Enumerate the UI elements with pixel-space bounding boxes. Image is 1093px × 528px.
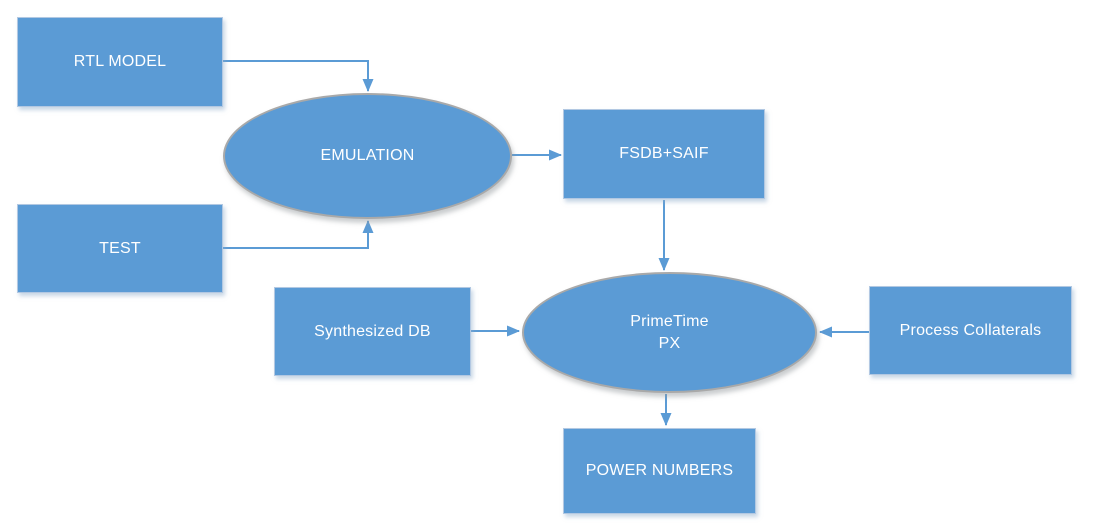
edge-test-to-emulation: [223, 220, 374, 249]
edge-rtl-model-to-emulation: [223, 60, 374, 92]
node-rtl-model-label: RTL MODEL: [73, 53, 167, 70]
node-primetime-px[interactable]: PrimeTime PX: [522, 272, 817, 393]
node-power-numbers-label: POWER NUMBERS: [585, 462, 734, 479]
node-power-numbers[interactable]: POWER NUMBERS: [563, 428, 756, 514]
node-process-collaterals-label: Process Collaterals: [899, 321, 1042, 339]
node-test-label: TEST: [99, 239, 141, 257]
node-primetime-px-label: PrimeTime PX: [630, 312, 709, 352]
node-fsdb-saif-label: FSDB+SAIF: [619, 145, 709, 162]
node-test[interactable]: TEST: [17, 204, 223, 293]
node-rtl-model[interactable]: RTL MODEL: [17, 17, 223, 107]
node-emulation-label: EMULATION: [320, 147, 415, 164]
node-emulation[interactable]: EMULATION: [223, 93, 512, 219]
node-process-collaterals[interactable]: Process Collaterals: [869, 286, 1072, 375]
node-synthesized-db[interactable]: Synthesized DB: [274, 287, 471, 376]
node-synthesized-db-label: Synthesized DB: [314, 322, 431, 340]
node-fsdb-saif[interactable]: FSDB+SAIF: [563, 109, 765, 199]
